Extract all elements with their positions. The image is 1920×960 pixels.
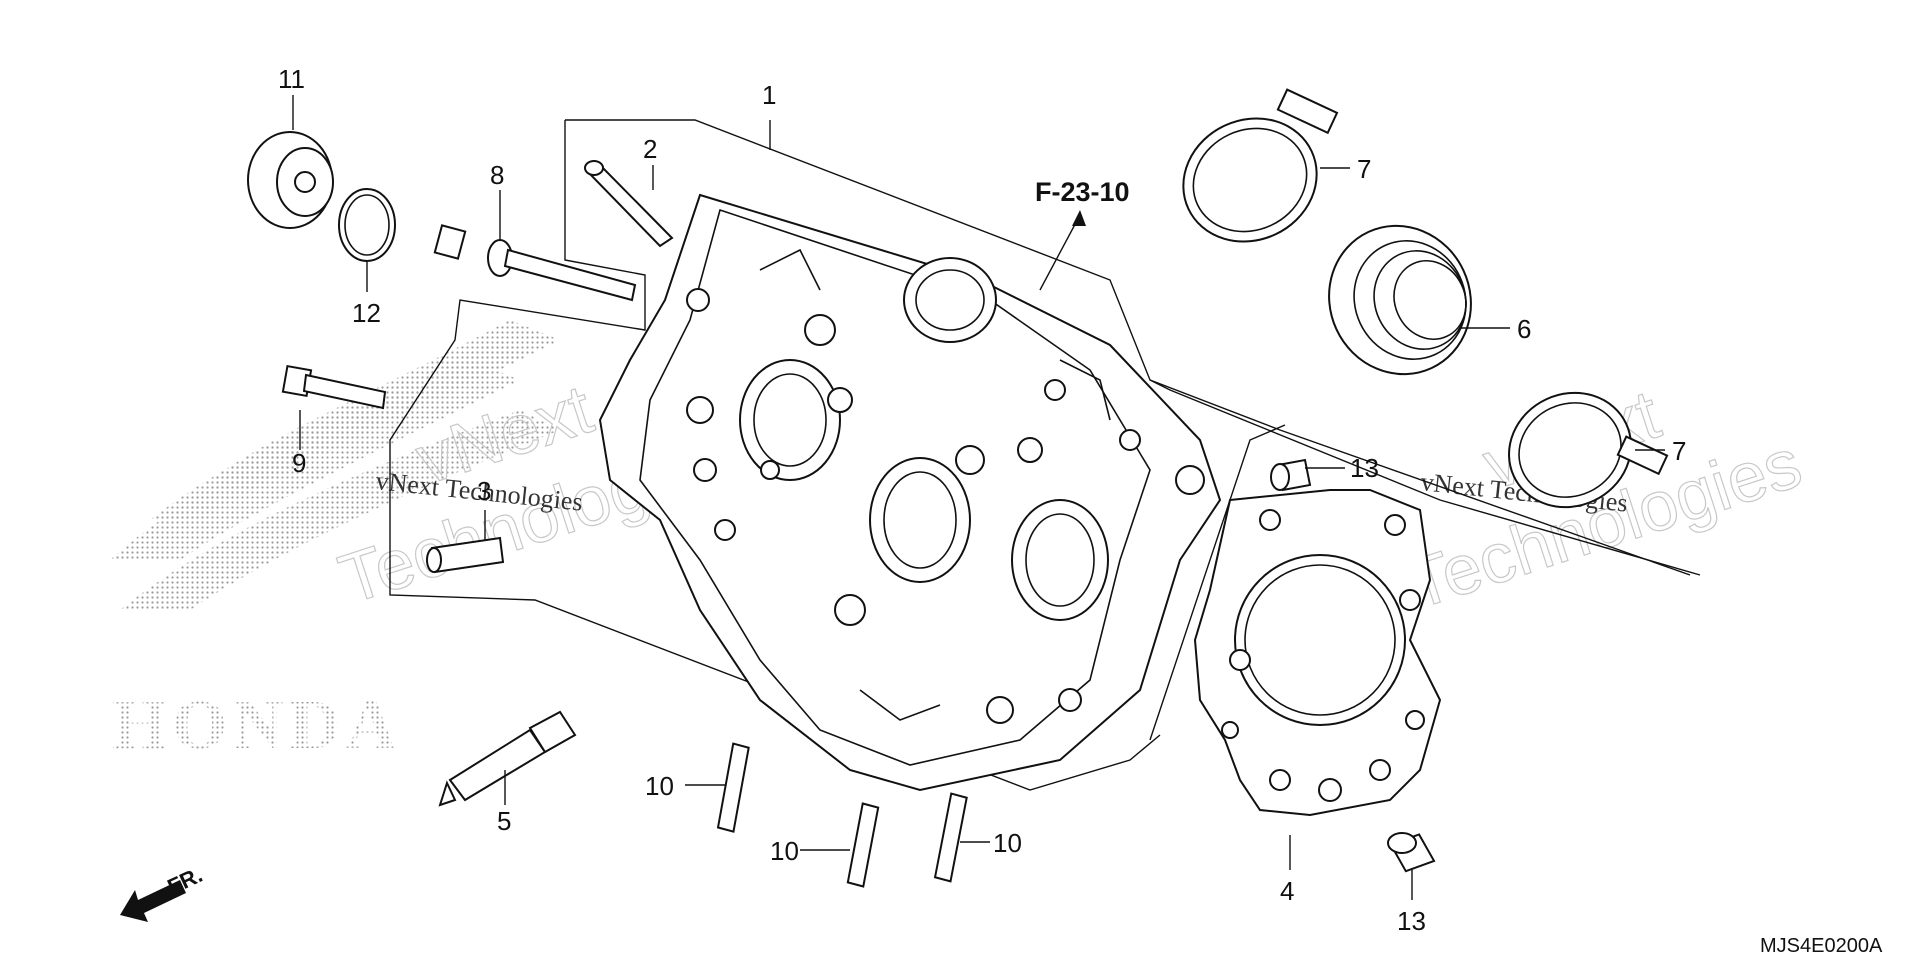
callout-13a: 13 <box>1350 453 1379 483</box>
callout-10b: 10 <box>770 836 799 866</box>
callout-4: 4 <box>1280 876 1294 906</box>
callout-1: 1 <box>762 80 776 110</box>
callout-10c: 10 <box>993 828 1022 858</box>
head-gasket <box>1193 489 1442 817</box>
stud-10a <box>716 742 750 833</box>
callout-7a: 7 <box>1357 154 1371 184</box>
bolt-8 <box>433 224 637 302</box>
hose-clamp-7-lower <box>1508 391 1669 509</box>
spark-plug <box>438 710 577 807</box>
callout-5: 5 <box>497 806 511 836</box>
filler-cap <box>247 131 334 229</box>
callout-10a: 10 <box>645 771 674 801</box>
stud-10b <box>846 802 880 888</box>
drawing-code: MJS4E0200A <box>1760 935 1883 957</box>
honda-brand-text: HONDA <box>112 687 403 764</box>
assembly-frame <box>389 119 1701 791</box>
dowel-pin-13a <box>1270 458 1312 492</box>
callout-6: 6 <box>1517 314 1531 344</box>
dowel-pin-2 <box>584 160 674 248</box>
figure-reference: F-23-10 <box>1035 177 1130 207</box>
callout-9: 9 <box>292 448 306 478</box>
callout-8: 8 <box>490 160 504 190</box>
dowel-pin-13b <box>1387 832 1436 873</box>
callout-3: 3 <box>477 476 491 506</box>
leader-lines <box>292 95 1665 900</box>
bolt-9 <box>281 364 387 410</box>
cylinder-head <box>598 193 1222 792</box>
callouts: 11 12 2 8 1 9 3 5 10 10 10 4 13 13 7 6 7 <box>278 64 1686 936</box>
callout-11: 11 <box>278 64 305 94</box>
o-ring <box>338 188 396 262</box>
callout-7b: 7 <box>1672 436 1686 466</box>
hose-clamp-7-upper <box>1182 88 1339 243</box>
dowel-pin-3 <box>426 536 505 574</box>
callout-12: 12 <box>352 298 381 328</box>
callout-2: 2 <box>643 134 657 164</box>
stud-10c <box>933 792 968 883</box>
intake-insulator <box>1328 224 1472 376</box>
front-direction-indicator: FR. <box>120 862 206 922</box>
callout-13b: 13 <box>1397 906 1426 936</box>
honda-wing-logo: HONDA <box>110 320 560 764</box>
